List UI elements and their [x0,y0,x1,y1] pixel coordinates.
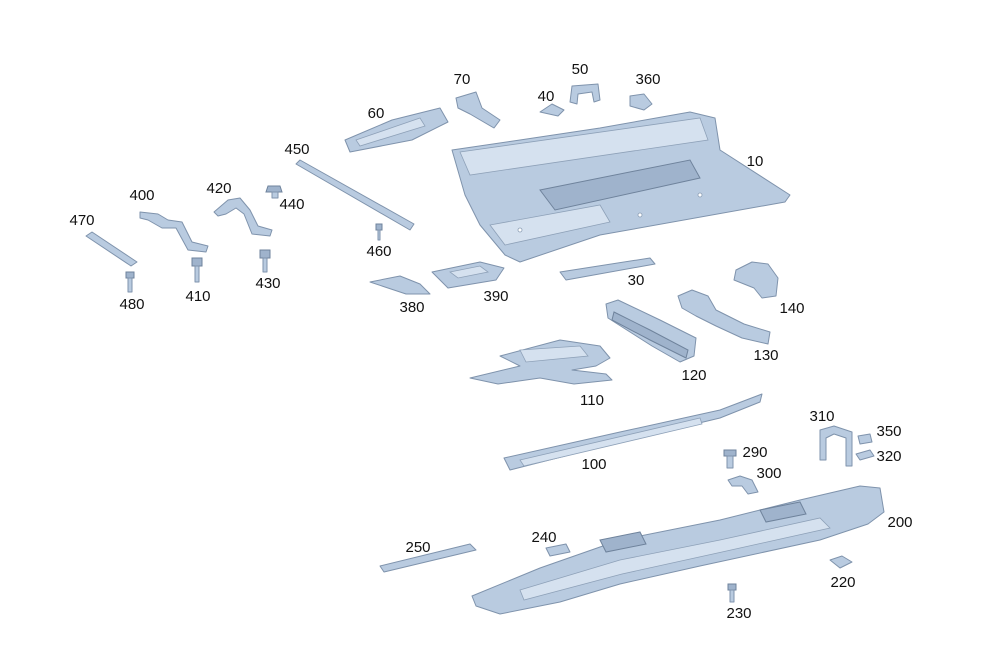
part-300-bracket [727,475,759,495]
part-320-clip [855,449,875,461]
callout-430: 430 [255,275,280,292]
callout-450: 450 [284,141,309,158]
part-30-rail [559,257,656,281]
part-470-strip [85,231,138,267]
callout-140: 140 [779,300,804,317]
part-70-bracket [455,91,501,129]
callout-400: 400 [129,187,154,204]
part-100-sill [503,393,763,471]
part-130-member [677,289,771,345]
callout-440: 440 [279,196,304,213]
part-200-underbody-panel [471,485,885,615]
callout-420: 420 [206,180,231,197]
part-10-floor-panel [451,111,791,263]
callout-360: 360 [635,71,660,88]
part-40-cap [539,103,565,117]
callout-40: 40 [538,88,555,105]
callout-10: 10 [747,153,764,170]
part-250-strip [379,543,477,573]
part-390-plate [431,261,505,289]
callout-410: 410 [185,288,210,305]
callout-50: 50 [572,61,589,78]
callout-240: 240 [531,529,556,546]
part-230-bolt [727,583,737,603]
callout-390: 390 [483,288,508,305]
part-50-bracket [569,83,601,105]
callout-100: 100 [581,456,606,473]
callout-480: 480 [119,296,144,313]
callout-350: 350 [876,423,901,440]
callout-230: 230 [726,605,751,622]
part-220-plug [829,555,853,569]
callout-470: 470 [69,212,94,229]
part-380-plate [369,275,431,295]
part-410-bolt [191,257,203,283]
callout-200: 200 [887,514,912,531]
callout-250: 250 [405,539,430,556]
callout-310: 310 [809,408,834,425]
part-350-plug [857,433,873,445]
part-60-panel [344,107,449,153]
callout-380: 380 [399,299,424,316]
callout-120: 120 [681,367,706,384]
part-240-bracket [545,543,571,557]
part-460-bolt [375,223,383,241]
part-140-bracket [733,261,779,299]
callout-220: 220 [830,574,855,591]
callout-460: 460 [366,243,391,260]
callout-320: 320 [876,448,901,465]
callout-300: 300 [756,465,781,482]
part-430-bolt [259,249,271,273]
part-290-bolt [723,449,737,469]
part-120-member [605,299,697,363]
part-310-bracket [819,425,853,467]
part-420-bracket [213,197,273,237]
callout-290: 290 [742,444,767,461]
part-440-bolt [265,185,283,199]
part-360-cap [629,93,653,111]
callout-130: 130 [753,347,778,364]
part-110-crossmember [469,339,613,385]
part-450-strip [295,159,415,231]
callout-70: 70 [454,71,471,88]
callout-30: 30 [628,272,645,289]
part-400-bracket [139,211,209,253]
callout-60: 60 [368,105,385,122]
callout-110: 110 [580,392,604,409]
part-480-bolt [125,271,135,293]
